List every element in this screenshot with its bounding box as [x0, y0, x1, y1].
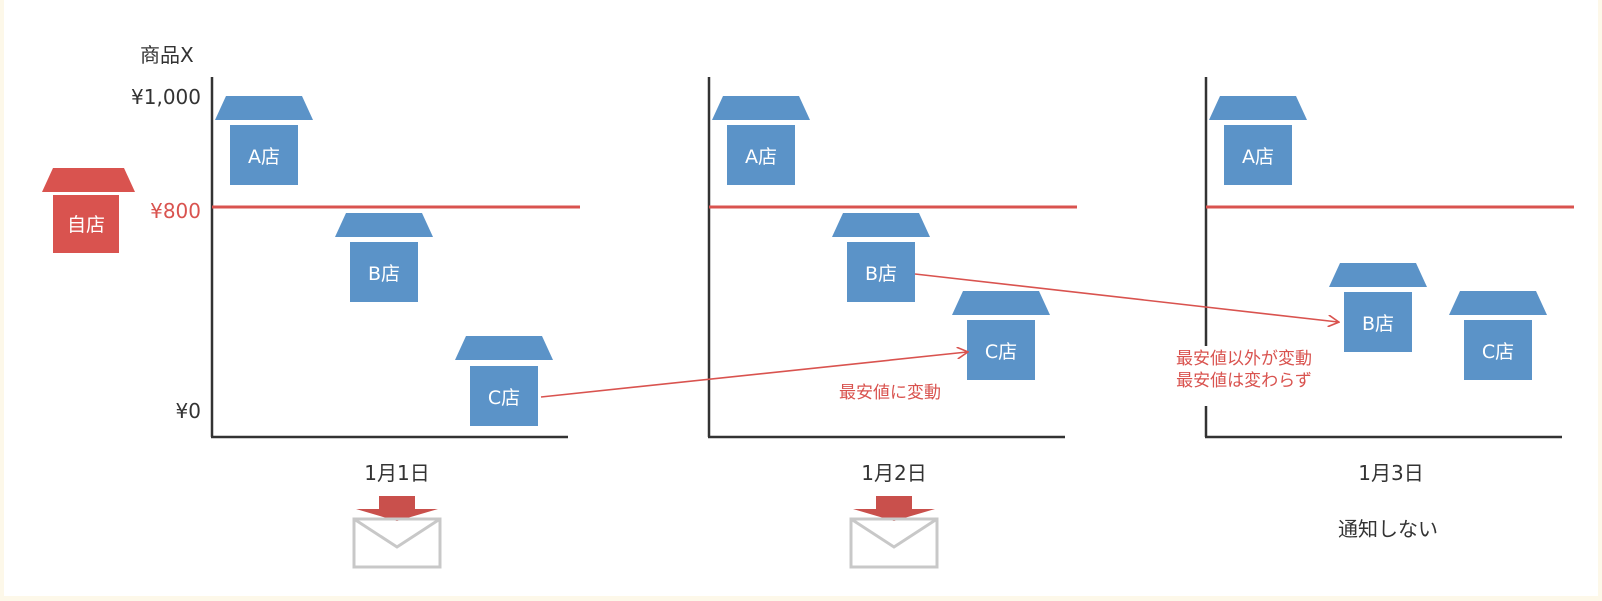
store-label: B店	[1362, 313, 1394, 335]
annotation-lowest-unchanged: 最安値は変わらず	[1176, 371, 1312, 391]
store-icon: C店	[1449, 291, 1547, 380]
day-panel-2: A店 B店 C店 最安値に変動 1月2日	[707, 77, 1077, 569]
store-label: A店	[1242, 146, 1274, 168]
own-store-label: 自店	[67, 214, 105, 236]
store-icon: C店	[455, 336, 553, 426]
down-arrow-icon	[853, 496, 935, 521]
date-label: 1月3日	[1358, 461, 1423, 485]
date-label: 1月1日	[364, 461, 429, 485]
store-label: B店	[865, 263, 897, 285]
y-tick-top: ¥1,000	[131, 85, 201, 109]
diagram-panel: 商品X ¥1,000 ¥800 ¥0 自店 A店	[4, 0, 1598, 596]
annotation-other-changed: 最安値以外が変動	[1176, 349, 1312, 369]
no-notification-label: 通知しない	[1338, 517, 1438, 541]
store-icon: A店	[712, 96, 810, 185]
day-panel-1: A店 B店 C店 1月1日	[210, 77, 580, 569]
y-tick-bottom: ¥0	[176, 399, 201, 423]
store-label: C店	[488, 387, 520, 409]
store-label: C店	[985, 341, 1017, 363]
price-change-arrow-c	[540, 352, 967, 398]
store-icon: A店	[215, 96, 313, 185]
store-label: B店	[368, 263, 400, 285]
mail-icon	[849, 517, 939, 569]
store-icon: C店	[952, 291, 1050, 380]
store-icon: B店	[1329, 263, 1427, 352]
store-label: A店	[248, 146, 280, 168]
mail-icon	[352, 517, 442, 569]
date-label: 1月2日	[861, 461, 926, 485]
store-icon: B店	[335, 213, 433, 302]
down-arrow-icon	[356, 496, 438, 521]
annotation-lowest-changed: 最安値に変動	[839, 383, 941, 403]
own-store-icon: 自店	[42, 168, 135, 253]
price-notification-diagram: 商品X ¥1,000 ¥800 ¥0 自店 A店	[42, 43, 1574, 569]
store-icon: B店	[832, 213, 930, 302]
store-icon: A店	[1209, 96, 1307, 185]
price-change-arrow-b	[914, 273, 1338, 322]
y-tick-own-price: ¥800	[150, 199, 201, 223]
product-label: 商品X	[140, 43, 194, 67]
store-label: C店	[1482, 341, 1514, 363]
day-panel-3: A店 最安値以外が変動 最安値は変わらず B店 C店 1月3日 通知しない	[1159, 77, 1574, 541]
store-label: A店	[745, 146, 777, 168]
annotation-backdrop	[1159, 346, 1329, 406]
